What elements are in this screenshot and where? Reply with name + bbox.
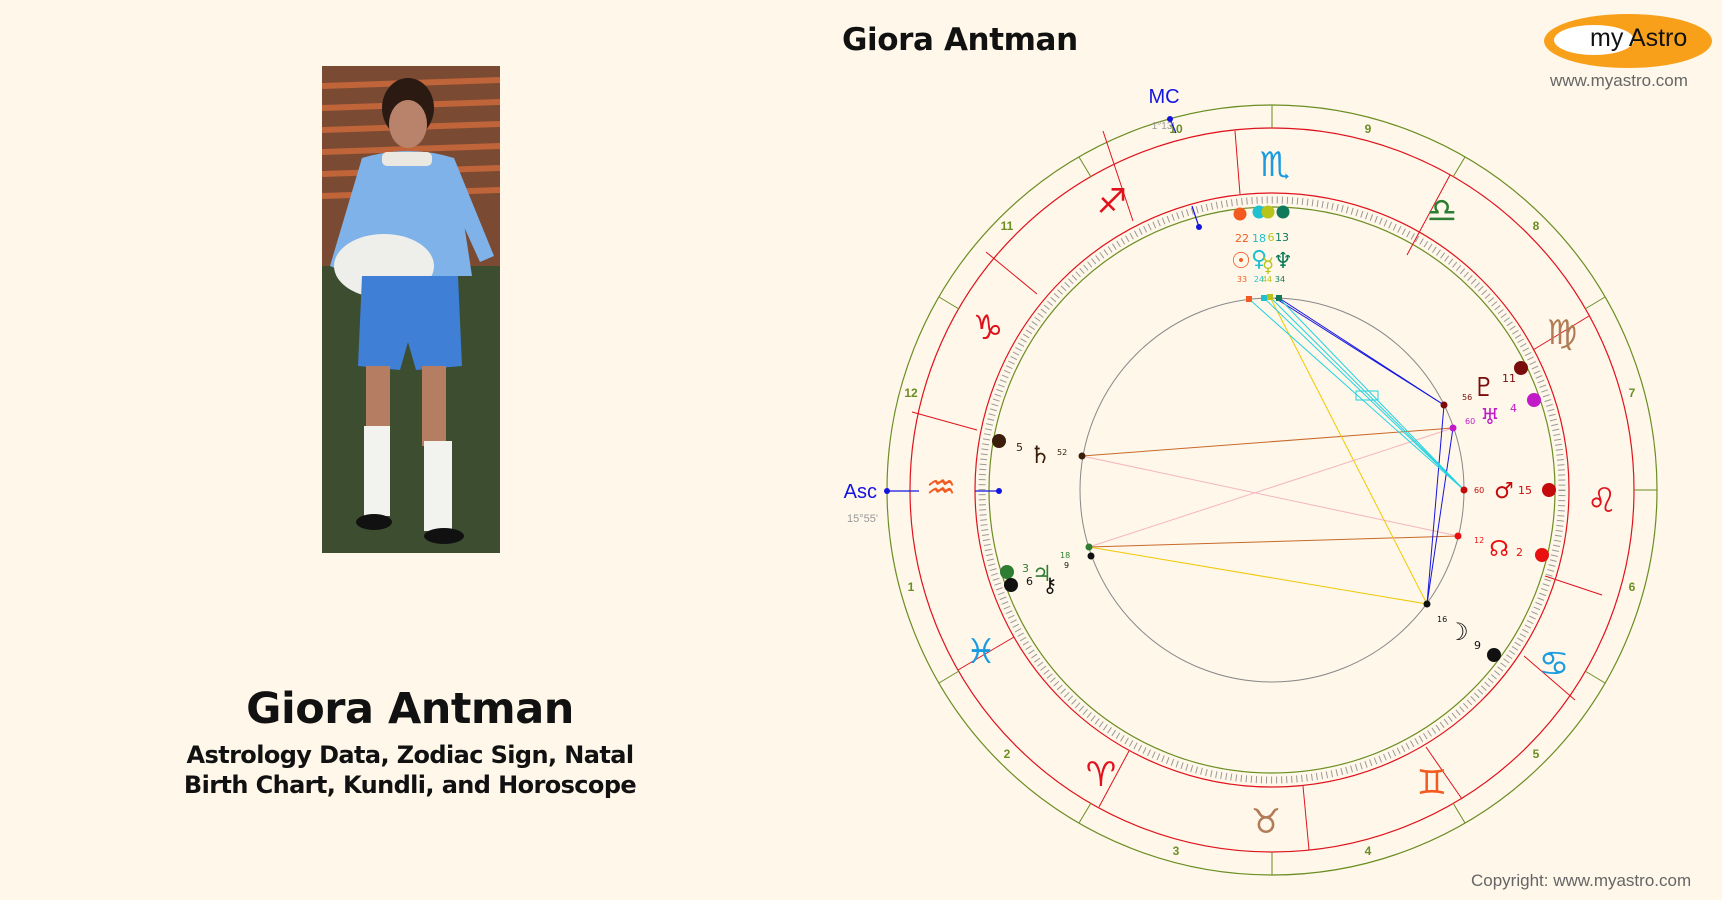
- pluto-icon: ♇: [1472, 373, 1495, 403]
- myastro-logo-shape[interactable]: [1542, 12, 1714, 70]
- mc-label: MC: [1148, 86, 1179, 108]
- aspect-lines: [1081, 296, 1465, 605]
- aries-icon: ♈: [1086, 755, 1116, 795]
- myastro-logo-text[interactable]: my Astro: [1590, 24, 1688, 52]
- zodiac-signs: ♏ ♎ ♍ ♌ ♋ ♊ ♉ ♈ ♓ ♒ ♑ ♐: [926, 145, 1617, 842]
- sign-dividers: [911, 130, 1603, 851]
- mercury-planet: 6 ☿ 44: [1262, 231, 1275, 284]
- midheaven-marker: MC 1°13': [1148, 86, 1202, 230]
- leo-icon: ♌: [1587, 481, 1617, 521]
- moon-icon: ☽: [1447, 618, 1469, 646]
- svg-text:3: 3: [1022, 562, 1029, 575]
- saturn-icon: ♄: [1029, 441, 1051, 469]
- sun-icon: ☉: [1231, 249, 1251, 274]
- asc-degree: 15°55': [847, 513, 878, 525]
- house-2: 2: [1004, 747, 1011, 761]
- house-4: 4: [1365, 844, 1372, 858]
- house-8: 8: [1533, 219, 1540, 233]
- ascendant-marker: Asc 15°55': [844, 481, 1002, 525]
- house-6: 6: [1629, 580, 1636, 594]
- house-5: 5: [1533, 747, 1540, 761]
- planet-dots-inner: [1078, 294, 1468, 608]
- venus-planet: 18 ♀ 24: [1251, 232, 1267, 284]
- moon-planet: ☽ 9 16: [1437, 615, 1481, 652]
- profile-subtitle: Astrology Data, Zodiac Sign, Natal Birth…: [160, 740, 660, 800]
- mc-degree: 1°13': [1152, 121, 1175, 132]
- svg-text:52: 52: [1057, 448, 1067, 457]
- aspect-circle: [1079, 297, 1465, 683]
- svg-text:44: 44: [1262, 275, 1272, 284]
- house-11: 11: [1001, 219, 1014, 233]
- planet-dots-outer: [992, 205, 1556, 662]
- chart-title: Giora Antman: [842, 22, 1078, 58]
- svg-text:22: 22: [1235, 232, 1249, 245]
- pluto-planet: ♇ 11 56: [1462, 372, 1516, 403]
- uranus-planet: ♅ 4 60: [1465, 402, 1517, 430]
- svg-text:60: 60: [1465, 417, 1475, 426]
- house-3: 3: [1173, 844, 1180, 858]
- pisces-icon: ♓: [966, 632, 996, 672]
- myastro-url[interactable]: www.myastro.com: [1550, 71, 1688, 90]
- jupiter-planet: ♃ 3 18: [1022, 551, 1070, 587]
- svg-text:18: 18: [1252, 232, 1266, 245]
- uranus-icon: ♅: [1480, 405, 1500, 430]
- virgo-icon: ♍: [1547, 313, 1577, 353]
- saturn-planet: ♄ 5 52: [1016, 441, 1067, 469]
- profile-photo: [322, 66, 500, 553]
- taurus-icon: ♉: [1251, 802, 1281, 842]
- libra-icon: ♎: [1427, 191, 1457, 231]
- scorpio-icon: ♏: [1260, 145, 1290, 185]
- mars-icon: ♂: [1494, 479, 1514, 504]
- chiron-planet: ⚷ 6 9: [1026, 561, 1069, 597]
- gemini-icon: ♊: [1417, 763, 1447, 803]
- house-7: 7: [1629, 386, 1636, 400]
- house-cusps: [938, 105, 1657, 875]
- svg-text:60: 60: [1474, 486, 1484, 495]
- capricorn-icon: ♑: [973, 308, 1003, 348]
- svg-text:24: 24: [1254, 275, 1264, 284]
- aquarius-icon: ♒: [926, 468, 956, 508]
- svg-text:12: 12: [1474, 536, 1484, 545]
- svg-text:18: 18: [1060, 551, 1070, 560]
- north-node-planet: ☊ 2 12: [1474, 536, 1523, 562]
- svg-text:13: 13: [1275, 231, 1289, 244]
- asc-label: Asc: [844, 481, 877, 503]
- neptune-planet: 13 ♆ 34: [1273, 231, 1293, 284]
- sun-planet: 22 ☉ 33: [1231, 232, 1251, 284]
- svg-text:11: 11: [1502, 372, 1516, 385]
- svg-text:9: 9: [1064, 561, 1069, 570]
- svg-text:15: 15: [1518, 484, 1532, 497]
- svg-text:4: 4: [1510, 402, 1517, 415]
- degree-ring: [988, 206, 1556, 774]
- profile-name: Giora Antman: [246, 684, 574, 734]
- svg-text:33: 33: [1237, 275, 1247, 284]
- chiron-icon: ⚷: [1043, 573, 1058, 597]
- svg-text:6: 6: [1026, 575, 1033, 588]
- sagittarius-icon: ♐: [1097, 182, 1127, 222]
- mercury-icon: ☿: [1262, 253, 1274, 277]
- svg-text:2: 2: [1516, 546, 1523, 559]
- house-9: 9: [1365, 122, 1372, 136]
- subtitle-line-2: Birth Chart, Kundli, and Horoscope: [183, 771, 637, 799]
- sign-ring-inner: [974, 192, 1570, 788]
- venus-icon: ♀: [1251, 247, 1267, 272]
- svg-text:56: 56: [1462, 393, 1472, 402]
- svg-text:34: 34: [1275, 275, 1285, 284]
- degree-tick-ring: [978, 196, 1566, 784]
- house-1: 1: [908, 580, 915, 594]
- house-12: 12: [904, 386, 918, 400]
- square-aspect-icon: [1355, 390, 1379, 401]
- svg-text:5: 5: [1016, 441, 1023, 454]
- copyright-text: Copyright: www.myastro.com: [1471, 871, 1692, 890]
- cancer-icon: ♋: [1539, 644, 1569, 684]
- north-node-icon: ☊: [1489, 537, 1509, 562]
- subtitle-line-1: Astrology Data, Zodiac Sign, Natal: [186, 741, 635, 769]
- planet-glyphs: 22 ☉ 33 18 ♀ 24 6 ☿ 44 13 ♆ 34 ♇ 11 56 ♅…: [1016, 231, 1532, 652]
- neptune-icon: ♆: [1273, 249, 1293, 274]
- svg-text:9: 9: [1474, 639, 1481, 652]
- mars-planet: ♂ 15 60: [1474, 479, 1532, 504]
- jupiter-icon: ♃: [1032, 562, 1052, 587]
- svg-text:16: 16: [1437, 615, 1447, 624]
- svg-text:6: 6: [1268, 231, 1275, 244]
